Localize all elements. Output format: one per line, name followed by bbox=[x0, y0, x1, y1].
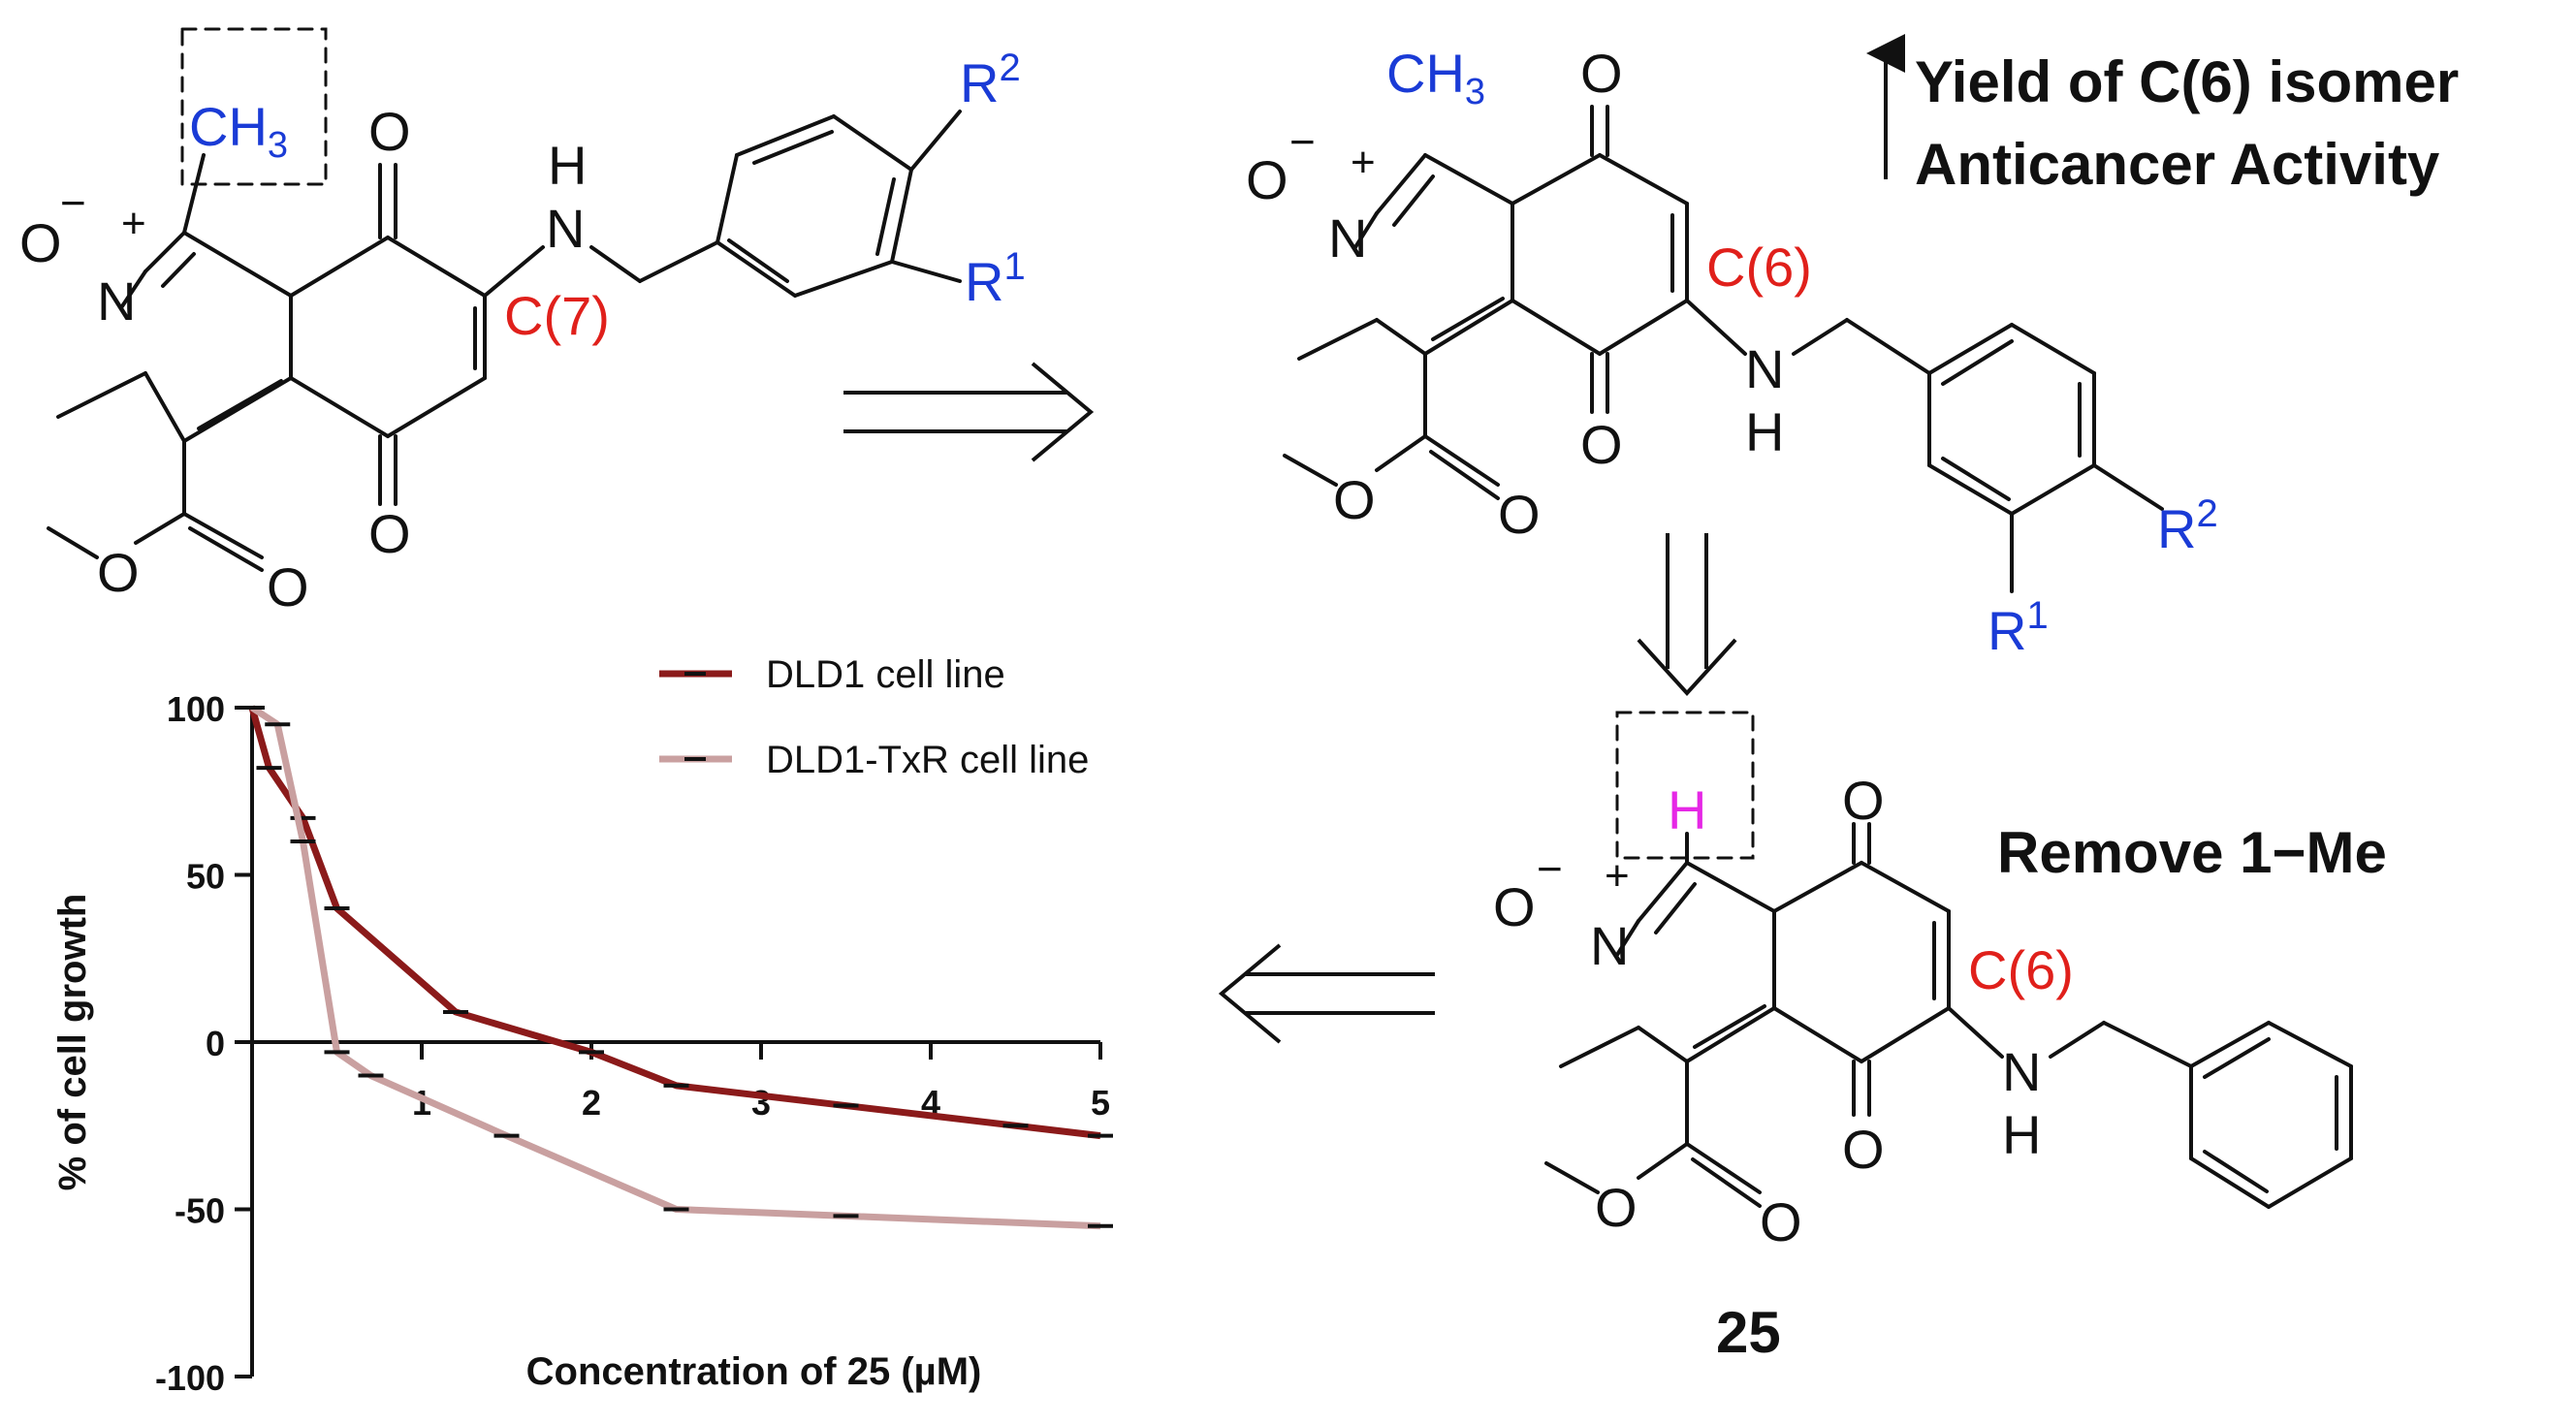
arrow-right bbox=[843, 362, 1095, 462]
atom-o-ester-2: O bbox=[1333, 469, 1376, 530]
atom-r1: R1 bbox=[965, 245, 1026, 312]
atom-nh-h: H bbox=[548, 135, 587, 196]
remove-methyl-label: Remove 1−Me bbox=[1997, 820, 2387, 885]
arrow-left bbox=[1218, 943, 1435, 1044]
atom-r2-2: R2 bbox=[2157, 492, 2218, 559]
label-c6-b: C(6) bbox=[1968, 939, 2074, 1000]
structure-c6-labels: CH3 O O N O − + O O N H C(6) R2 R1 bbox=[1246, 43, 2218, 661]
structure-25-labels: H O O N O − + O O N H C(6) Remove 1−Me 2… bbox=[1493, 770, 2387, 1365]
atom-o-oxide: O bbox=[19, 212, 62, 273]
atom-n-oxide-3: N bbox=[1590, 915, 1629, 976]
structure-c6-isomer bbox=[1283, 105, 2164, 593]
structure-compound-25 bbox=[1544, 711, 2353, 1209]
label-c7: C(7) bbox=[504, 285, 610, 346]
structure-c7-isomer bbox=[47, 27, 962, 572]
legend-label-1: DLD1 cell line bbox=[766, 653, 1005, 696]
atom-o-top-3: O bbox=[1842, 770, 1885, 831]
atom-nh-n-3: N bbox=[2002, 1041, 2041, 1102]
yield-line-1: Yield of C(6) isomer bbox=[1915, 49, 2459, 114]
arrow-down bbox=[1637, 533, 1737, 696]
x-tick-label: 5 bbox=[1091, 1083, 1110, 1123]
y-axis-label: % of cell growth bbox=[51, 894, 94, 1191]
atom-o-top-2: O bbox=[1580, 43, 1623, 104]
y-tick-label: 100 bbox=[167, 689, 225, 729]
atom-o-bottom: O bbox=[368, 503, 411, 564]
atom-o-ester: O bbox=[97, 542, 140, 603]
structure-c7-labels: CH3 O O N O − + O O H N C(7) R2 R1 bbox=[19, 47, 1026, 618]
series-line-2 bbox=[250, 705, 1101, 1230]
atom-n-oxide: N bbox=[97, 270, 136, 332]
charge-minus-3: − bbox=[1537, 843, 1563, 894]
series-line-1 bbox=[248, 707, 1101, 1140]
legend-label-2: DLD1-TxR cell line bbox=[766, 739, 1089, 781]
atom-r1-2: R1 bbox=[1988, 594, 2049, 661]
atom-o-carbonyl-2: O bbox=[1498, 484, 1541, 545]
atom-n-oxide-2: N bbox=[1328, 207, 1367, 269]
atom-nh-h-2: H bbox=[1745, 401, 1784, 462]
yield-annotation: Yield of C(6) isomer Anticancer Activity bbox=[1866, 34, 2459, 197]
y-tick-label: 50 bbox=[186, 857, 225, 897]
atom-o-oxide-2: O bbox=[1246, 149, 1288, 210]
atom-nh-n: N bbox=[546, 198, 585, 259]
charge-plus-3: + bbox=[1605, 852, 1630, 900]
y-tick-label: 0 bbox=[206, 1024, 225, 1063]
charge-plus-2: + bbox=[1351, 139, 1376, 186]
atom-h-magenta: H bbox=[1668, 779, 1706, 840]
atom-o-bottom-3: O bbox=[1842, 1119, 1885, 1180]
compound-number: 25 bbox=[1716, 1300, 1781, 1365]
atom-o-carbonyl-3: O bbox=[1760, 1191, 1802, 1252]
atom-r2: R2 bbox=[960, 47, 1021, 113]
atom-ch3: CH3 bbox=[189, 96, 288, 166]
atom-o-ester-3: O bbox=[1595, 1177, 1638, 1238]
charge-minus-2: − bbox=[1289, 116, 1316, 167]
label-c6: C(6) bbox=[1706, 237, 1812, 298]
charge-minus: − bbox=[60, 177, 86, 228]
y-tick-label: -100 bbox=[155, 1358, 225, 1398]
x-tick-label: 3 bbox=[751, 1083, 771, 1123]
yield-line-2: Anticancer Activity bbox=[1915, 132, 2440, 197]
atom-o-bottom-2: O bbox=[1580, 414, 1623, 475]
atom-ch3-2: CH3 bbox=[1386, 43, 1485, 112]
atom-o-oxide-3: O bbox=[1493, 876, 1536, 937]
x-axis-label: Concentration of 25 (µM) bbox=[526, 1350, 982, 1393]
atom-nh-h-3: H bbox=[2002, 1104, 2041, 1165]
x-tick-label: 2 bbox=[582, 1083, 601, 1123]
charge-plus: + bbox=[121, 200, 146, 247]
atom-o-carbonyl: O bbox=[267, 556, 309, 618]
dashed-box-ch3 bbox=[180, 27, 328, 186]
y-tick-label: -50 bbox=[175, 1191, 225, 1231]
atom-nh-n-2: N bbox=[1745, 338, 1784, 399]
atom-o-top: O bbox=[368, 101, 411, 162]
